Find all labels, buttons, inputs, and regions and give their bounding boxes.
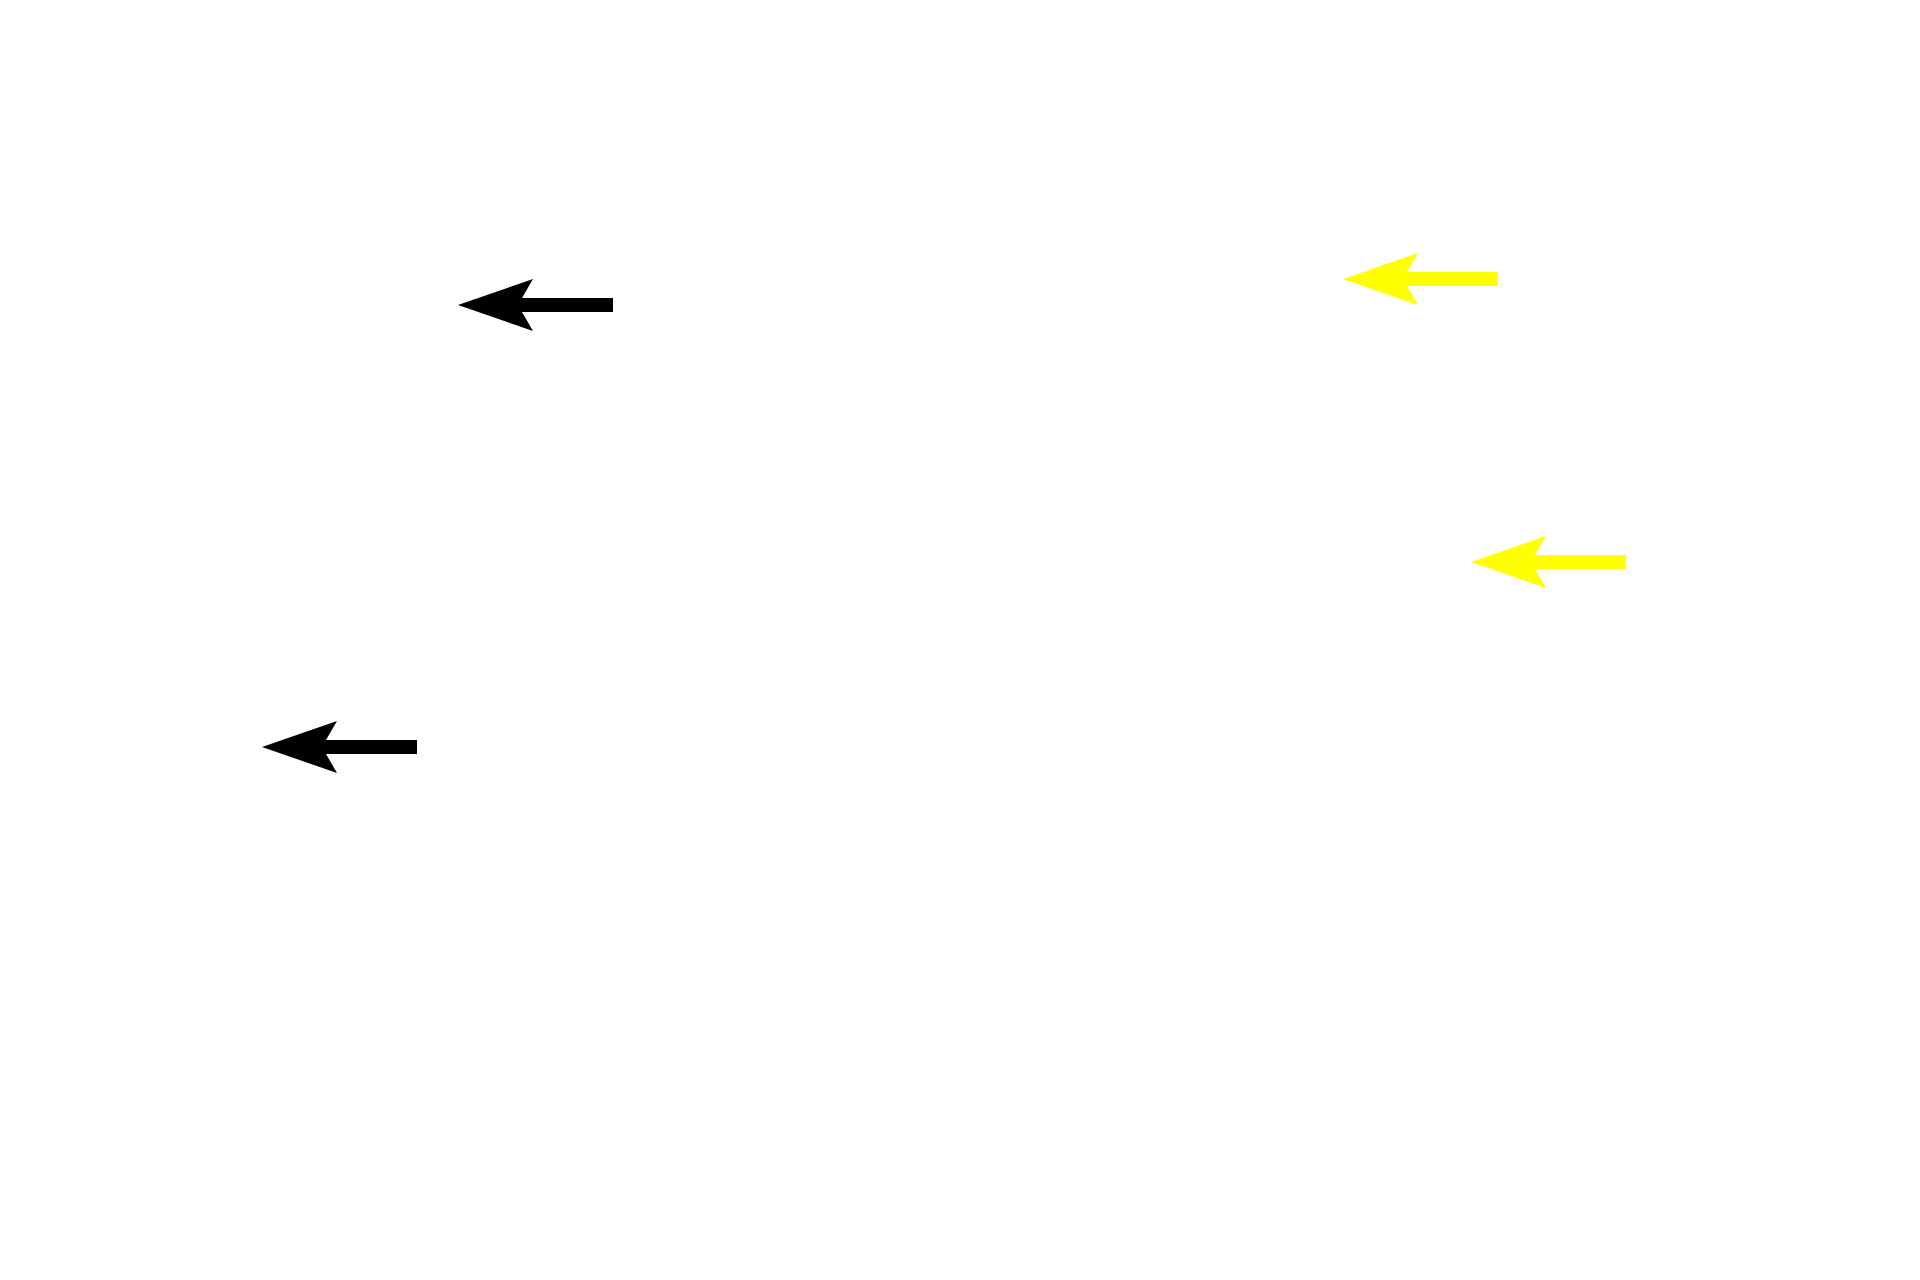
arrow-left-icon xyxy=(1343,253,1498,305)
arrow-left-icon xyxy=(1471,536,1626,588)
arrow-left-icon xyxy=(262,721,417,773)
arrow-left-icon xyxy=(458,279,613,331)
